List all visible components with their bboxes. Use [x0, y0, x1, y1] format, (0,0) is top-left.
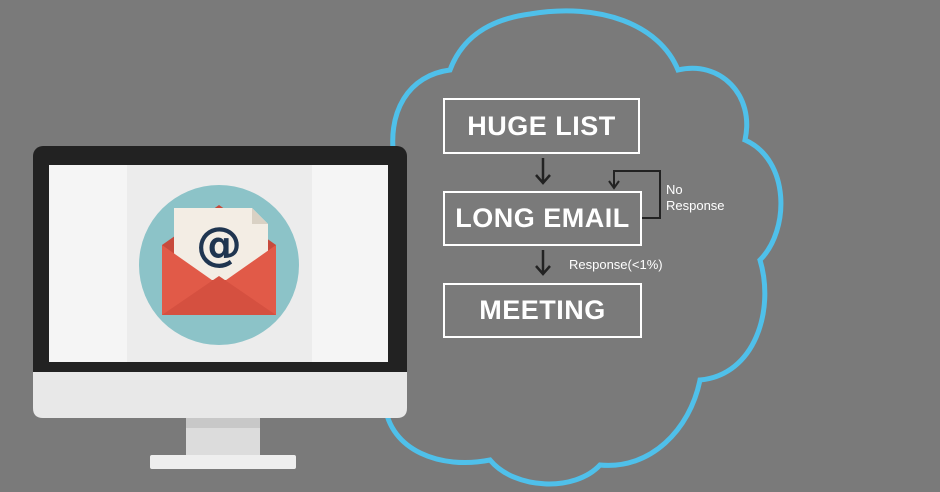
letter-paper [174, 208, 268, 280]
flow-step-label: HUGE LIST [467, 110, 616, 141]
no-response-line-1: No [666, 182, 683, 197]
flow-step-meeting: MEETING [443, 283, 642, 338]
arrow-down-1 [535, 158, 551, 185]
flow-step-label: LONG EMAIL [455, 203, 630, 233]
flow-step-long-email: LONG EMAIL [443, 191, 642, 246]
at-glyph: @ [196, 217, 242, 271]
monitor-stand-shadow [186, 418, 260, 428]
email-envelope-icon [139, 185, 299, 345]
cloud-shape [354, 8, 784, 487]
at-sign-icon: @ [191, 216, 247, 272]
flow-step-label: MEETING [479, 295, 606, 325]
response-rate-label: Response(<1%) [569, 257, 663, 272]
flow-step-huge-list: HUGE LIST [443, 98, 640, 154]
monitor-foot [150, 455, 296, 469]
monitor-chin [33, 372, 407, 418]
no-response-label: No Response [666, 182, 725, 214]
no-response-line-2: Response [666, 198, 725, 213]
letter-fold [252, 208, 268, 224]
loop-arrow [608, 170, 661, 219]
envelope-flap-shadow [162, 276, 276, 315]
flow-arrows [535, 158, 551, 276]
arrow-down-2 [535, 250, 551, 276]
